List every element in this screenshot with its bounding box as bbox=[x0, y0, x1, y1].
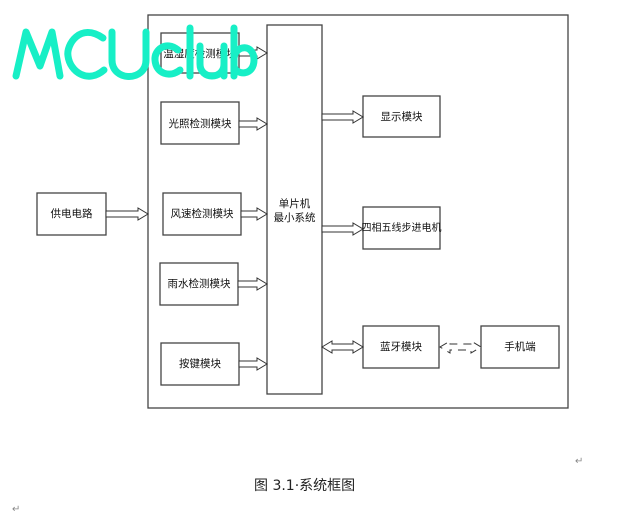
mcu-label-2: 最小系统 bbox=[274, 211, 316, 224]
sensor-box-rain bbox=[159, 262, 239, 306]
motor-box bbox=[362, 206, 441, 250]
power-box bbox=[36, 192, 107, 236]
arrow-sensor-to-mcu bbox=[240, 207, 268, 221]
sensor-label: 风速检测模块 bbox=[171, 207, 234, 220]
mcu-label-1: 单片机 bbox=[279, 197, 311, 210]
sensor-label: 按键模块 bbox=[179, 357, 221, 370]
phone-label: 手机端 bbox=[504, 340, 536, 353]
arrow-mcu-bluetooth bbox=[321, 340, 364, 354]
bluetooth-box bbox=[362, 325, 440, 369]
figure-caption: 图 3.1·系统框图 bbox=[254, 478, 356, 494]
bluetooth-label: 蓝牙模块 bbox=[380, 341, 422, 353]
motor-label: 四相五线步进电机 bbox=[362, 221, 442, 234]
arrow-bluetooth-phone-wireless bbox=[439, 340, 482, 354]
sensor-box-wind bbox=[162, 192, 242, 236]
arrow-sensor-to-mcu bbox=[238, 117, 268, 131]
display-box bbox=[362, 95, 441, 138]
sensor-label: 光照检测模块 bbox=[169, 117, 232, 130]
watermark-logo bbox=[12, 24, 258, 80]
paragraph-mark: ↵ bbox=[575, 456, 584, 467]
power-label: 供电电路 bbox=[51, 207, 93, 220]
arrow-power-to-system bbox=[105, 207, 149, 221]
arrow-mcu-to-display bbox=[321, 110, 364, 124]
arrow-sensor-to-mcu bbox=[238, 357, 268, 371]
arrow-sensor-to-mcu bbox=[237, 277, 268, 291]
sensor-box-keys bbox=[160, 342, 240, 386]
display-label: 显示模块 bbox=[381, 111, 423, 123]
mcu-box bbox=[266, 24, 323, 395]
sensor-label: 雨水检测模块 bbox=[168, 277, 231, 290]
arrow-mcu-to-motor bbox=[321, 222, 364, 236]
phone-box bbox=[480, 325, 560, 369]
sensor-box-light bbox=[160, 101, 240, 145]
paragraph-mark: ↵ bbox=[12, 504, 21, 515]
